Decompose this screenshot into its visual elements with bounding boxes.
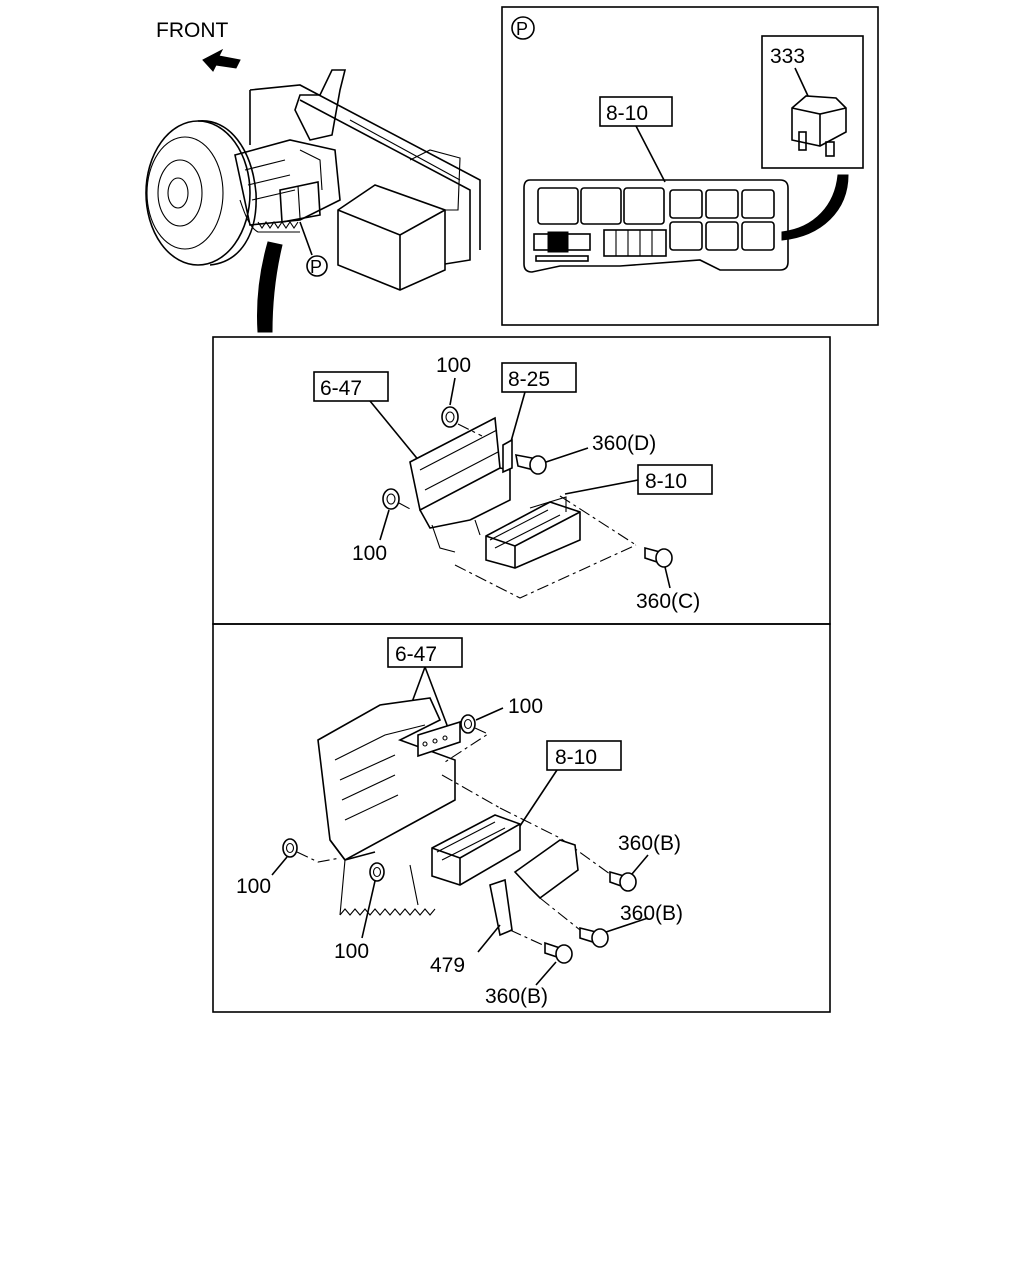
overview-callout-p: P <box>310 257 322 277</box>
lower-stay-illustration <box>489 839 579 937</box>
upper-fuse-box-illustration <box>485 496 581 569</box>
front-label: FRONT <box>156 19 228 42</box>
lower-bolt-b2-icon <box>579 926 609 948</box>
upper-bracket-ref: 6-47 <box>320 377 362 400</box>
lower-bolt-b2-ref: 360(B) <box>620 902 683 925</box>
front-arrow-icon <box>202 48 241 72</box>
upper-nut-top-ref: 100 <box>436 354 471 377</box>
upper-plate-ref: 8-25 <box>508 368 550 391</box>
inset-detail-p: P 8-10 333 <box>501 6 879 326</box>
lower-bolt-b1-ref: 360(B) <box>618 832 681 855</box>
lower-stay-ref: 479 <box>430 954 465 977</box>
lower-bracket-ref: 6-47 <box>395 643 437 666</box>
upper-nut-left-ref: 100 <box>352 542 387 565</box>
upper-bolt-c-icon <box>644 546 673 568</box>
lower-box-ref: 8-10 <box>555 746 597 769</box>
panel-lower-installation: 6-47 100 8-10 <box>212 623 831 1013</box>
lower-bracket-illustration <box>317 697 461 862</box>
upper-bracket-illustration <box>409 416 511 553</box>
lower-bolt-b1-icon <box>609 870 637 892</box>
fuse-box-layout <box>523 179 789 273</box>
inset-fuse-box-ref: 8-10 <box>606 102 648 125</box>
upper-box-ref: 8-10 <box>645 470 687 493</box>
vehicle-overview: FRONT <box>145 19 481 333</box>
lower-bolt-b3-icon <box>544 941 573 964</box>
lower-nut-bottom-ref: 100 <box>334 940 369 963</box>
lower-bolt-b3-ref: 360(B) <box>485 985 548 1008</box>
upper-nut-left-icon <box>382 488 400 510</box>
lower-nut-top-icon <box>460 714 476 734</box>
panel-upper-installation: 6-47 100 100 8-25 <box>212 336 831 625</box>
relay-333-illustration <box>791 95 847 157</box>
upper-nut-top-icon <box>441 406 459 428</box>
upper-bolt-c-ref: 360(C) <box>636 590 700 613</box>
lower-nut-left-icon <box>282 838 298 858</box>
lower-nut-top-ref: 100 <box>508 695 543 718</box>
frame-fuse-box <box>234 139 341 233</box>
lower-nut-bottom-icon <box>369 862 385 882</box>
lower-nut-left-ref: 100 <box>236 875 271 898</box>
wheel-illustration <box>145 120 257 266</box>
upper-bolt-d-ref: 360(D) <box>592 432 656 455</box>
inset-relay-ref: 333 <box>770 45 805 68</box>
lower-fuse-box-illustration <box>431 814 521 886</box>
battery-illustration <box>337 184 446 291</box>
upper-bolt-d-icon <box>515 453 547 475</box>
inset-marker-p: P <box>516 19 528 39</box>
